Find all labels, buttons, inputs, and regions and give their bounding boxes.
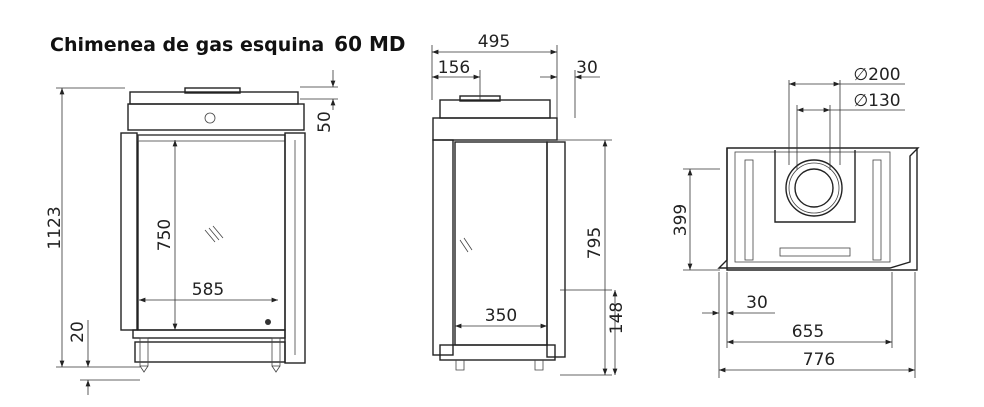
dim-top-side-offset: 30 [746, 293, 768, 313]
dim-side-depth-total: 495 [478, 32, 510, 52]
dim-front-top-offset: 50 [315, 111, 335, 133]
front-view: 1123 20 750 585 50 [45, 70, 338, 395]
title-model: 60 MD [334, 32, 406, 56]
side-view: 495 156 30 795 148 350 [431, 32, 627, 376]
dim-front-glass-height: 750 [155, 219, 175, 251]
dim-side-rear-offset: 30 [576, 58, 598, 78]
dim-front-glass-width: 585 [192, 280, 224, 300]
dim-side-base-height: 148 [607, 302, 627, 334]
title-main: Chimenea de gas esquina [50, 34, 325, 56]
dim-side-front-offset: 156 [438, 58, 470, 78]
dim-top-depth: 399 [671, 204, 691, 236]
dim-flue-outer: ∅200 [853, 65, 900, 85]
dim-front-foot-height: 20 [68, 321, 88, 343]
top-view: ∅200 ∅130 399 30 655 776 [671, 65, 920, 378]
dim-side-glass-width: 350 [485, 306, 517, 326]
dim-flue-inner: ∅130 [853, 91, 900, 111]
dim-top-inner-width: 655 [792, 322, 824, 342]
dim-front-height-total: 1123 [45, 206, 65, 249]
drawing-title: Chimenea de gas esquina 60 MD [50, 32, 405, 56]
dim-side-glass-height: 795 [585, 227, 605, 259]
dim-top-total-width: 776 [803, 350, 835, 370]
